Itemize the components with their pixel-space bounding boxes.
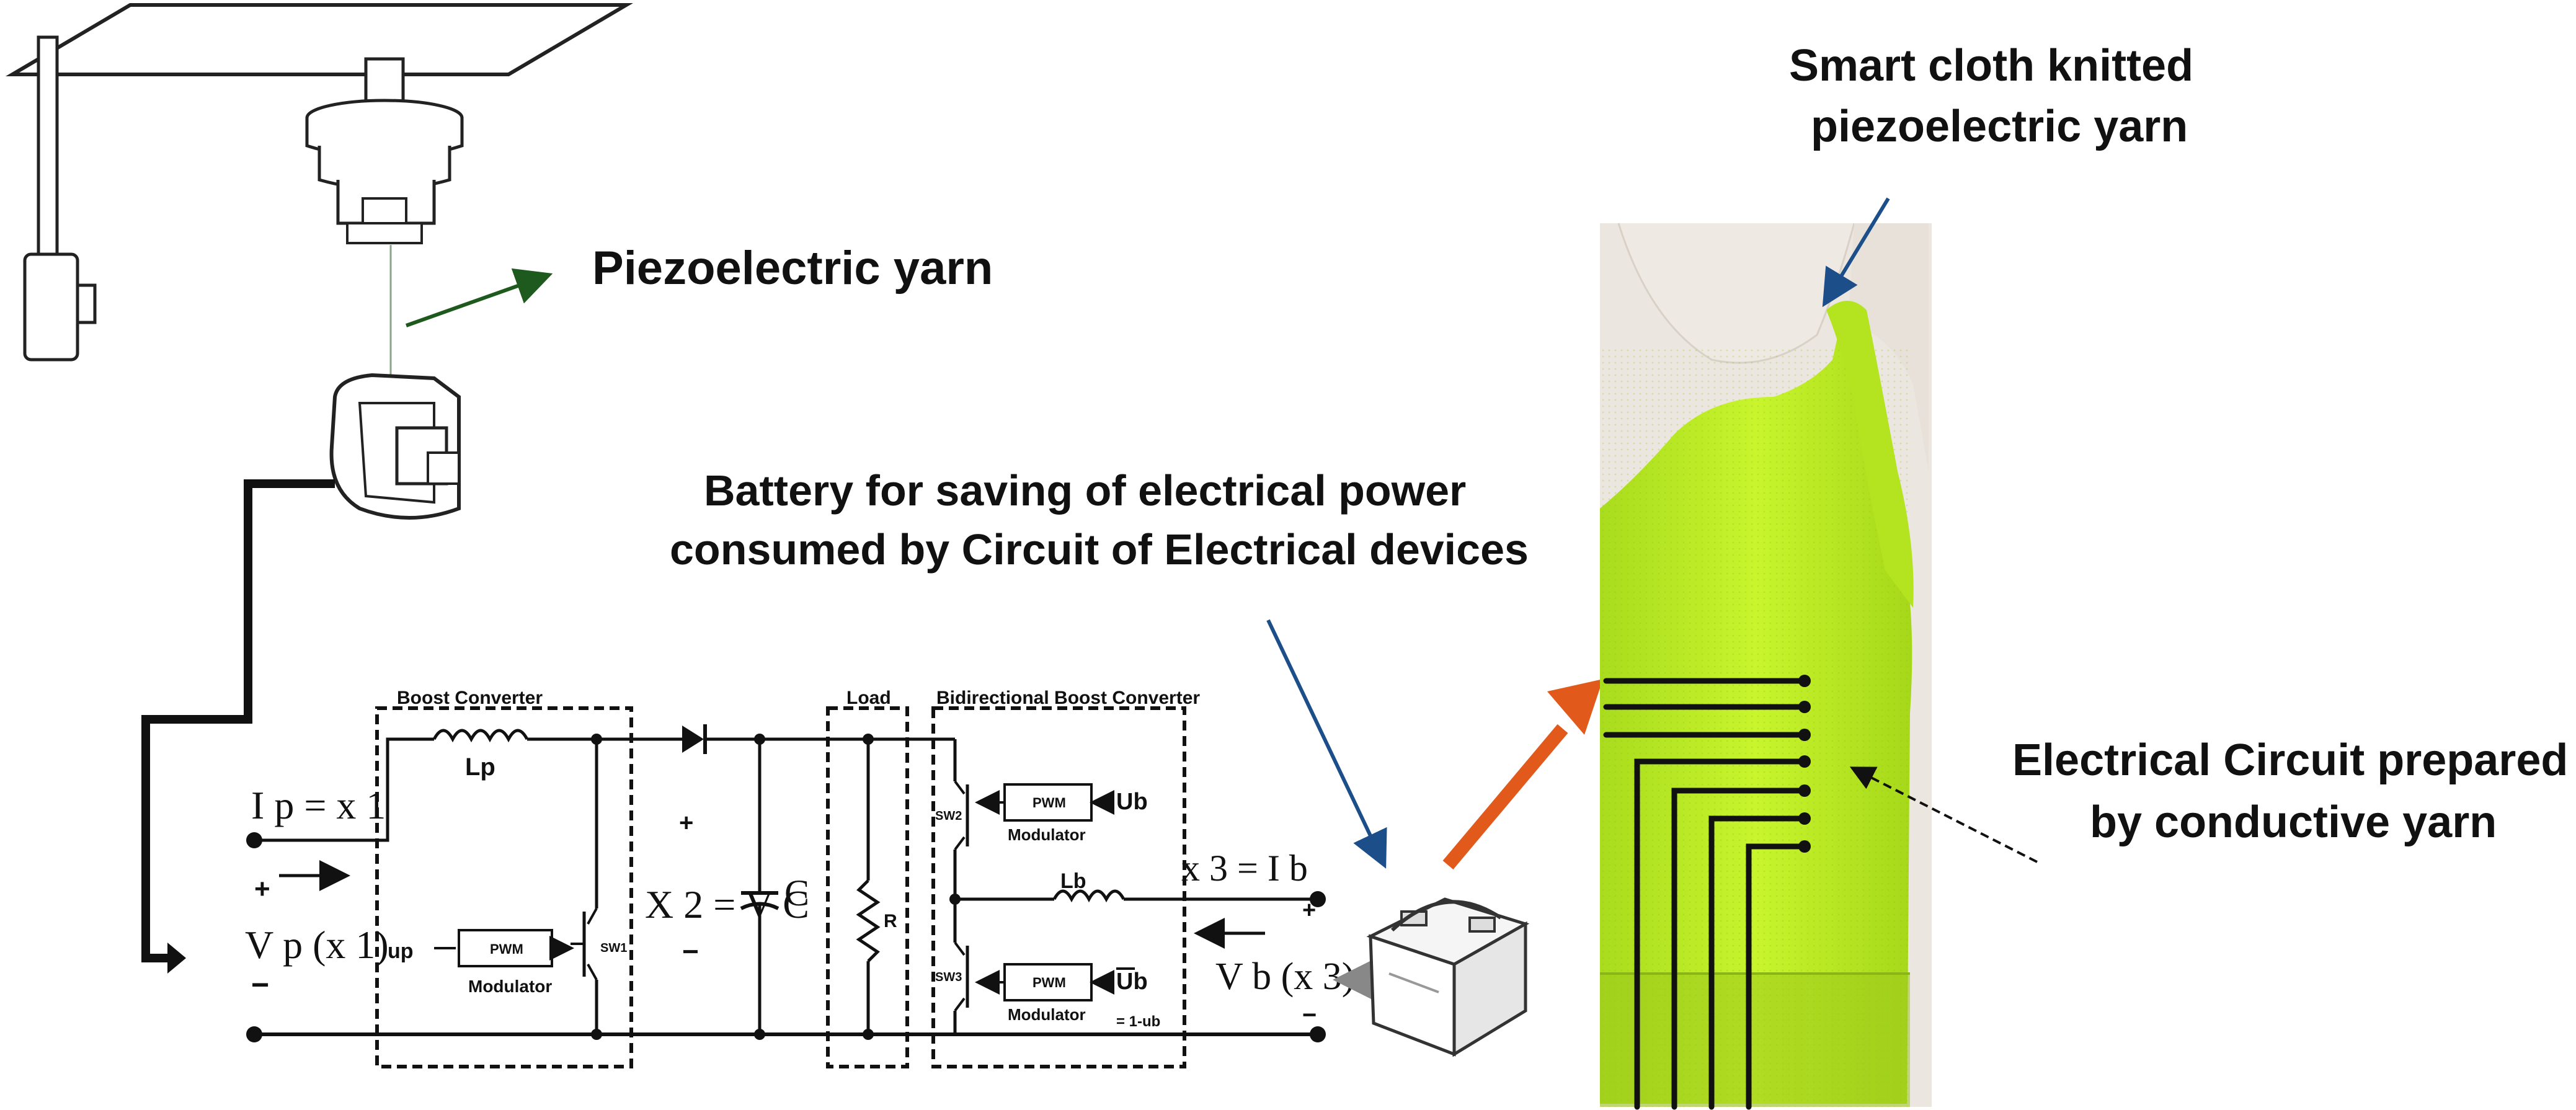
bidirectional-box <box>931 706 1186 1068</box>
load-title: Load <box>846 688 891 708</box>
capacitor-label: C <box>784 872 809 913</box>
lower-clamp <box>329 373 461 520</box>
circuit-schematic <box>254 706 1318 1068</box>
modulator-3-label: Modulator <box>1008 1005 1086 1024</box>
ip-label: I p = x 1 <box>251 783 386 827</box>
piezo-yarn-label: Piezoelectric yarn <box>592 242 993 295</box>
ub-bar-label: Ub <box>1116 969 1148 995</box>
modulator-1-label: Modulator <box>468 977 552 996</box>
input-minus: − <box>251 967 269 1002</box>
circuit-nodes <box>1798 675 1811 853</box>
pwm-2-label: PWM <box>1033 795 1066 810</box>
circuit-label-line2: by conductive yarn <box>2090 797 2497 847</box>
cap-plus: + <box>679 809 693 837</box>
battery-label-line2: consumed by Circuit of Electrical device… <box>670 525 1529 574</box>
schematic-labels: Boost Converter Load Bidirectional Boost… <box>245 688 1354 1030</box>
load-box <box>826 706 909 1068</box>
smart-cloth-label-line2: piezoelectric yarn <box>1811 102 2188 151</box>
conductive-yarn-circuit <box>1603 678 1808 1110</box>
orange-arrow-shaft <box>1442 724 1568 870</box>
boost-converter-box <box>375 706 633 1068</box>
orange-arrow-head <box>1547 679 1603 735</box>
circuit-label-arrow <box>1849 766 2038 863</box>
circuit-label-line1: Electrical Circuit prepared <box>2012 735 2568 785</box>
input-plus: + <box>254 874 270 904</box>
yarn-test-rig <box>6 2 633 974</box>
x2-label: X 2 = V C <box>645 882 809 926</box>
cap-minus: − <box>682 935 699 967</box>
up-label: up <box>388 939 414 963</box>
x3-label: x 3 = I b <box>1181 848 1308 889</box>
smart-cloth-label-line1: Smart cloth knitted <box>1789 41 2193 91</box>
battery-label-line1: Battery for saving of electrical power <box>704 466 1466 515</box>
ub-label: Ub <box>1116 789 1148 815</box>
battery-label-arrow <box>1266 619 1387 869</box>
battery-image <box>1333 897 1530 1057</box>
output-plus: + <box>1302 897 1316 923</box>
boost-converter-title: Boost Converter <box>397 688 543 708</box>
resistor-label: R <box>884 911 897 931</box>
pwm-3-label: PWM <box>1033 975 1066 990</box>
vp-label: V p (x 1) <box>245 923 389 967</box>
pwm-1-label: PWM <box>490 941 523 957</box>
smart-shirt-photo <box>1600 223 1932 1110</box>
sw2-label: SW2 <box>935 809 962 823</box>
sw3-label: SW3 <box>935 970 962 984</box>
sw1-label: SW1 <box>600 941 627 955</box>
upper-clamp <box>305 57 464 244</box>
inductor-lb-label: Lb <box>1060 869 1086 893</box>
output-minus: − <box>1302 1001 1317 1029</box>
inductor-lp-label: Lp <box>465 753 495 781</box>
modulator-2-label: Modulator <box>1008 825 1086 844</box>
piezo-yarn-arrow <box>405 268 553 327</box>
bidirectional-title: Bidirectional Boost Converter <box>936 688 1200 708</box>
vb-label: V b (x 3) <box>1215 956 1354 998</box>
terminal-dots <box>246 734 1326 1042</box>
smart-cloth-arrow <box>1822 197 1890 308</box>
one-minus-label: = 1-ub <box>1116 1013 1160 1030</box>
